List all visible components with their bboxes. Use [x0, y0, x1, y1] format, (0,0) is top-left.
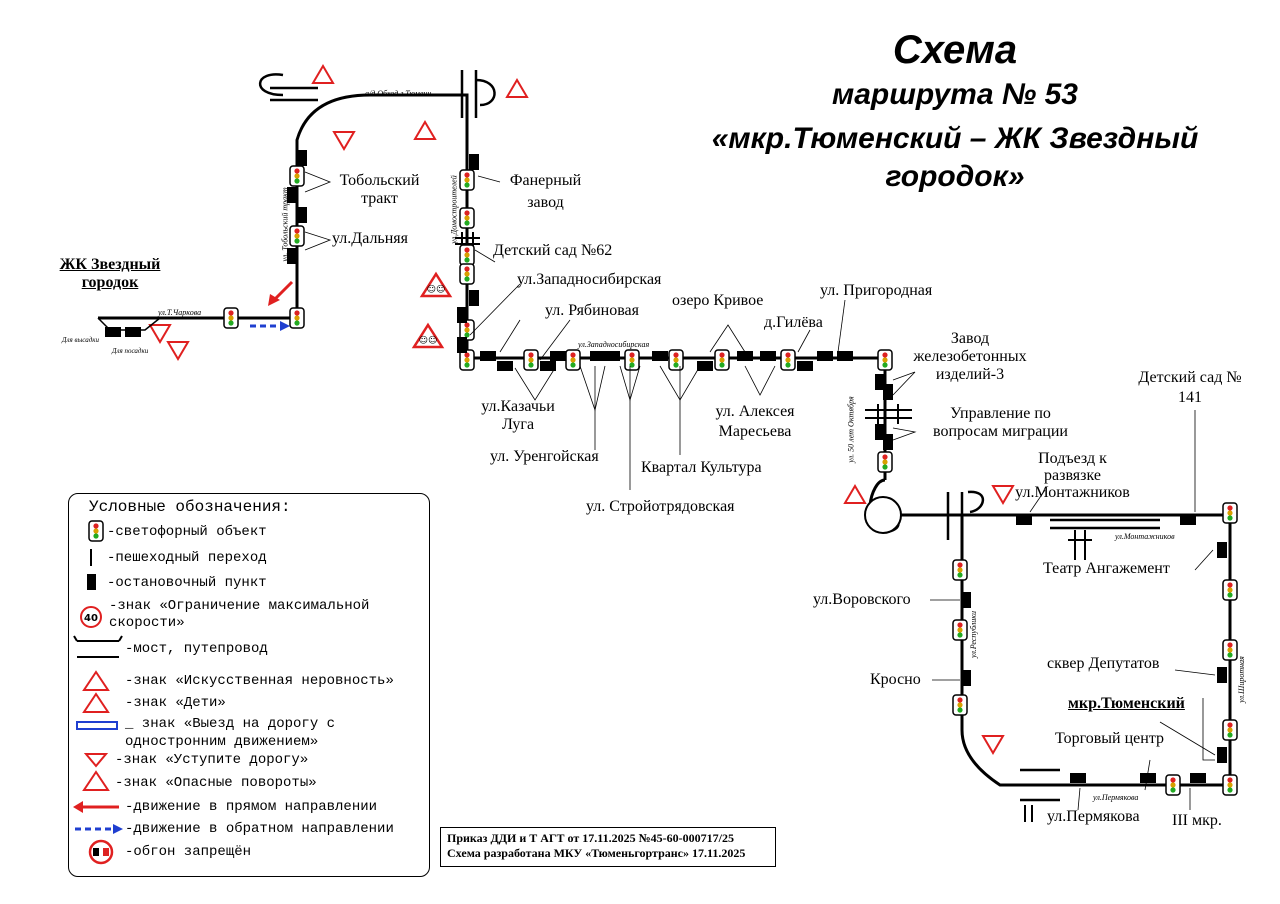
route-name: «мкр.Тюменский – ЖК Звездный городок» — [711, 122, 1199, 193]
legend-item-backward: -движение в обратном направлении — [125, 821, 394, 837]
backward-arrow-head — [280, 321, 290, 331]
stop-fanerny: Фанерный завод — [509, 172, 582, 211]
legend-item-no-overtaking: -обгон запрещён — [125, 844, 252, 860]
legend-item-traffic-light: -светофорный объект — [107, 524, 267, 540]
zhk-platform — [97, 317, 161, 331]
legend-item-dangerous-turns: -знак «Опасные повороты» — [115, 775, 317, 791]
street-montazhnikov: ул.Монтажников — [1115, 532, 1175, 541]
stop-detsad141: Детский сад № 141 — [1138, 369, 1242, 406]
stop-kvartal: Квартал Культура — [641, 459, 762, 476]
stop-skver: сквер Депутатов — [1047, 655, 1160, 672]
label-for-board: Для посадки — [112, 347, 149, 355]
stop-vorovskogo: ул.Воровского — [813, 591, 911, 608]
stop-tobolsky-trakt: Тобольский тракт — [339, 172, 420, 207]
legend-title: Условные обозначения: — [89, 498, 291, 516]
street-shirotnaya: ул.Широтная — [1236, 656, 1246, 703]
leader-lines — [304, 171, 1216, 811]
stop-dalnyaya: ул.Дальняя — [332, 230, 408, 247]
street-obkhod: а/д Обход г.Тюмени — [365, 89, 432, 98]
street-charkova: ул.Т.Чаркова — [158, 308, 202, 317]
speed-limit-badge: 40 — [84, 613, 98, 624]
stop-zapadnosibirskaya: ул.Западносибирская — [517, 271, 662, 288]
stop-torgovy: Торговый центр — [1055, 730, 1165, 747]
stop-maresyeva: ул. Алексея Маресьева — [715, 403, 795, 440]
legend-item-stop: -остановочный пункт — [107, 575, 267, 591]
order-line-1: Приказ ДДИ и Т АГТ от 17.11.2025 №45-60-… — [447, 831, 735, 845]
pedestrian-crossing-icon — [864, 496, 902, 534]
pedestrian-crossing-icon — [455, 232, 1092, 822]
legend-item-one-way: _ знак «Выезд на дорогу с одностронним д… — [125, 716, 336, 750]
stop-migration: Управление по вопросам миграции — [933, 405, 1068, 440]
legend-icons: 40 — [73, 520, 123, 865]
order-note: Приказ ДДИ и Т АГТ от 17.11.2025 №45-60-… — [440, 827, 776, 867]
stop-prigorodnaya: ул. Пригородная — [820, 282, 933, 299]
legend-item-yield: -знак «Уступите дорогу» — [115, 752, 309, 768]
stop-iii-mkr: III мкр. — [1172, 812, 1222, 829]
stop-zhk: ЖК Звездный городок — [59, 256, 161, 291]
street-50let: ул. 50 лет Октября — [846, 396, 856, 463]
stop-stroyotryad: ул. Стройотрядовская — [586, 498, 735, 515]
street-domostroiteley: ул.Домостроителей — [449, 175, 459, 244]
stop-urengoyskaya: ул. Уренгойская — [490, 448, 599, 465]
legend-item-crossing: -пешеходный переход — [107, 550, 267, 566]
stop-teatr: Театр Ангажемент — [1043, 560, 1170, 577]
forward-arrow-head — [268, 294, 280, 306]
legend-item-speed-limit: -знак «Ограничение максимальной скорости… — [109, 598, 370, 631]
street-zapadnosib: ул.Западносибирская — [578, 340, 650, 349]
stop-gileva: д.Гилёва — [764, 314, 823, 331]
stop-zavod-zhbi: Завод железобетонных изделий-3 — [913, 330, 1027, 383]
stop-kazachi: ул.Казачьи Луга — [481, 398, 555, 433]
stop-ozero: озеро Кривое — [672, 292, 764, 309]
stop-permyakova: ул.Пермякова — [1047, 808, 1140, 825]
map-title: Схема — [892, 28, 1018, 72]
stop-krosno: Кросно — [870, 671, 921, 688]
legend-item-forward: -движение в прямом направлении — [125, 799, 378, 815]
stop-ryabinovaya: ул. Рябиновая — [545, 302, 639, 319]
route-number: маршрута № 53 — [832, 78, 1078, 111]
legend-item-bridge: -мост, путепровод — [125, 641, 268, 657]
street-tobolsky: ул. Тобольский тракт — [280, 187, 290, 262]
street-permyakova: ул.Пермякова — [1093, 793, 1139, 802]
label-for-exit: Для высадки — [62, 336, 100, 344]
street-respubliki: ул.Республики — [969, 610, 979, 659]
stop-podezd: Подъезд к развязке ул.Монтажников — [1015, 450, 1130, 501]
order-line-2: Схема разработана МКУ «Тюменьгортранс» 1… — [447, 846, 746, 860]
bridge-icon — [258, 70, 1160, 802]
stop-mkr-tyumensky: мкр.Тюменский — [1068, 695, 1185, 712]
stop-detsad62: Детский сад №62 — [493, 242, 613, 259]
legend-item-children: -знак «Дети» — [125, 695, 226, 711]
legend-item-speed-bump: -знак «Искусственная неровность» — [125, 673, 394, 689]
legend: Условные обозначения: 40 -светофорный об… — [68, 493, 430, 877]
